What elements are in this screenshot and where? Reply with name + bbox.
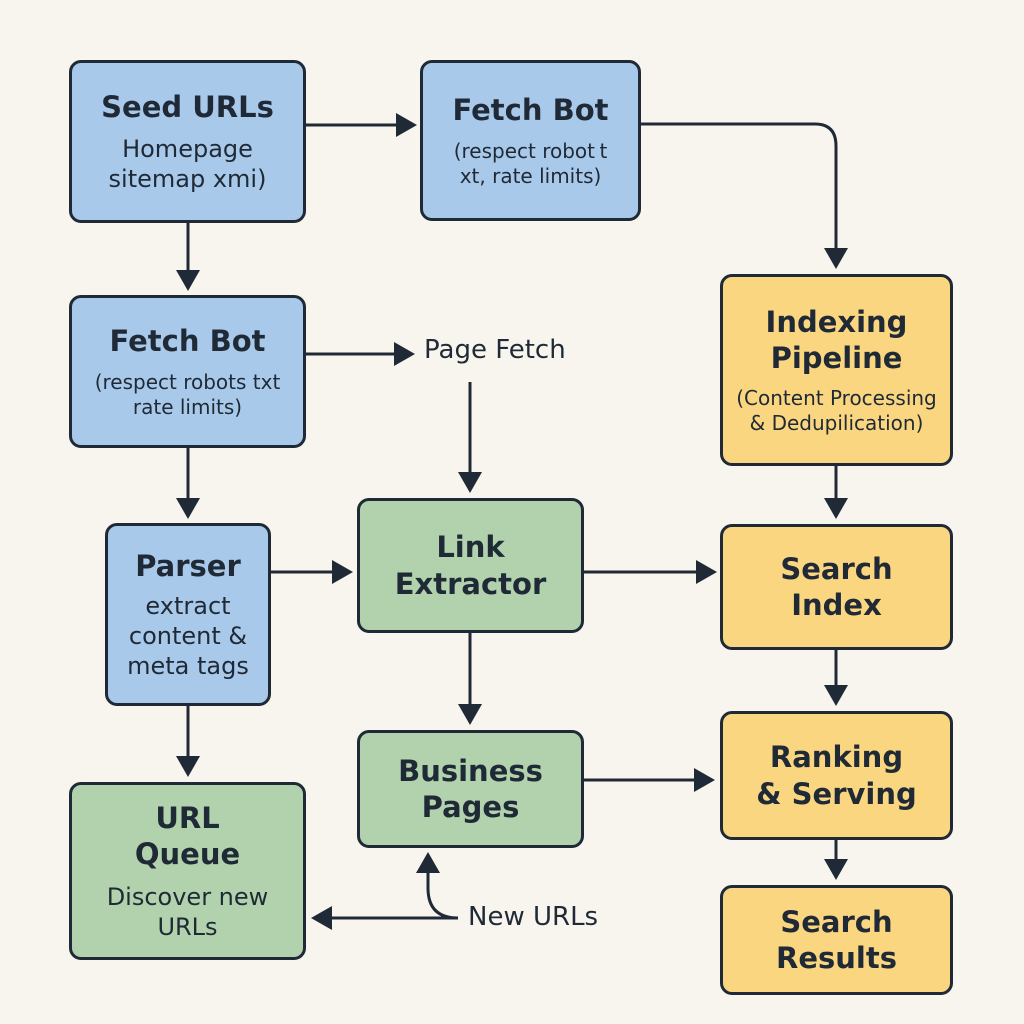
node-title: Search	[780, 551, 893, 586]
node-text: content &	[128, 621, 248, 650]
node-text: Discover new	[106, 883, 269, 912]
node-title: Seed URLs	[101, 90, 274, 125]
node-title: Business	[398, 753, 543, 788]
node-title: Parser	[135, 549, 241, 584]
edge-new-urls-to-business-pages	[416, 852, 459, 920]
node-parser: Parser extract content & meta tags	[105, 523, 271, 706]
node-text: URLs	[157, 913, 218, 942]
node-url-queue: URL Queue Discover new URLs	[69, 782, 306, 960]
label-page-fetch: Page Fetch	[424, 335, 566, 365]
node-title: Fetch Bot	[452, 93, 609, 128]
node-search-index: Search Index	[720, 524, 953, 650]
node-title: Search	[780, 904, 893, 939]
edge-fetch-top-to-indexing	[641, 122, 848, 269]
node-text: (respect robot t	[453, 138, 608, 163]
node-title: URL	[155, 800, 220, 835]
node-title: & Serving	[756, 776, 917, 811]
node-ranking-serving: Ranking & Serving	[720, 711, 953, 840]
node-text: meta tags	[127, 651, 249, 680]
node-text: extract	[145, 591, 231, 620]
node-fetch-bot-top: Fetch Bot (respect robot t xt, rate limi…	[420, 60, 641, 221]
node-title: Queue	[134, 837, 241, 871]
node-title: Link	[436, 530, 505, 565]
node-text: xt, rate limits)	[459, 163, 602, 188]
node-title: Fetch Bot	[109, 324, 266, 359]
node-indexing-pipeline: Indexing Pipeline (Content Processing & …	[720, 274, 953, 466]
node-text: (Content Processing	[736, 386, 937, 411]
node-title: Results	[776, 941, 897, 975]
node-title: Pages	[421, 790, 520, 824]
node-title: Indexing	[765, 304, 908, 339]
node-title: Pipeline	[770, 341, 903, 375]
node-title: Index	[791, 588, 882, 622]
node-text: sitemap xmi)	[108, 164, 267, 193]
node-fetch-bot-left: Fetch Bot (respect robots txt rate limit…	[69, 295, 306, 448]
node-seed-urls: Seed URLs Homepage sitemap xmi)	[69, 60, 306, 223]
node-text: (respect robots txt	[94, 369, 281, 394]
node-text: rate limits)	[132, 394, 243, 419]
label-new-urls: New URLs	[468, 902, 599, 932]
node-title: Extractor	[394, 566, 547, 601]
node-text: & Dedupilication)	[749, 411, 924, 436]
node-business-pages: Business Pages	[357, 730, 584, 848]
node-title: Ranking	[769, 740, 904, 775]
node-text: Homepage	[122, 134, 253, 163]
node-search-results: Search Results	[720, 885, 953, 995]
node-link-extractor: Link Extractor	[357, 498, 584, 633]
